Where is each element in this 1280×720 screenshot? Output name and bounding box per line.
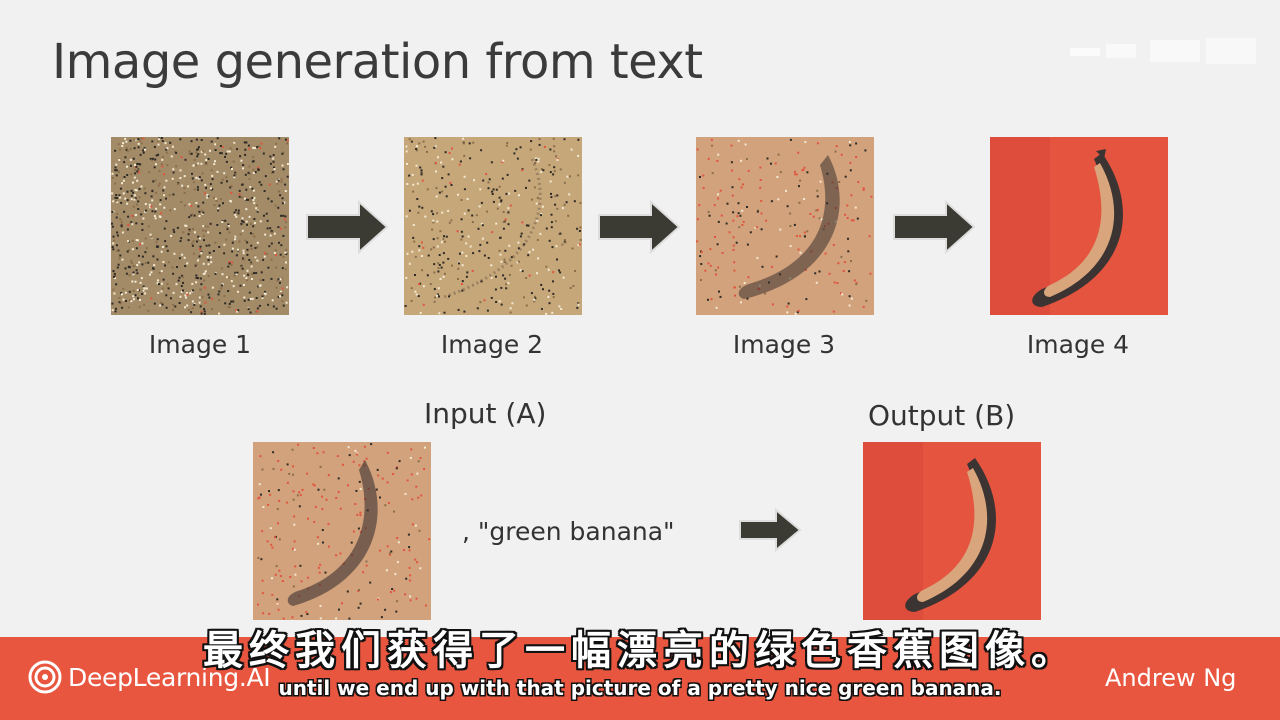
image-3-panel: [696, 137, 874, 315]
subtitle-english: until we end up with that picture of a p…: [278, 676, 1002, 700]
image-2-panel: [404, 137, 582, 315]
right-arrow-icon: [598, 200, 681, 254]
input-image-panel: [253, 442, 431, 620]
image-4-panel: [990, 137, 1168, 315]
right-arrow-icon: [306, 200, 389, 254]
image-1-panel: [111, 137, 289, 315]
output-banana-image: [863, 442, 1041, 620]
right-arrow-icon: [893, 200, 976, 254]
author-name: Andrew Ng: [1105, 664, 1237, 692]
watermark-icon: [1070, 38, 1256, 64]
deeplearning-logo: DeepLearning.AI: [28, 660, 271, 694]
logo-text: DeepLearning.AI: [68, 662, 271, 692]
input-noisy-banana: [253, 442, 431, 620]
image-2-label: Image 2: [440, 330, 544, 359]
banana-image-4: [990, 137, 1168, 315]
subtitle-chinese: 最终我们获得了一幅漂亮的绿色香蕉图像。: [203, 628, 1077, 674]
noise-image-1: [111, 137, 289, 315]
prompt-text: , "green banana": [462, 517, 675, 546]
input-label: Input (A): [424, 397, 547, 430]
noise-image-3: [696, 137, 874, 315]
right-arrow-icon: [739, 508, 802, 552]
deeplearning-logo-icon: [28, 660, 62, 694]
slide-title: Image generation from text: [52, 34, 703, 90]
image-1-label: Image 1: [148, 330, 252, 359]
noise-image-2: [404, 137, 582, 315]
output-label: Output (B): [868, 399, 1016, 432]
output-image-panel: [863, 442, 1041, 620]
image-3-label: Image 3: [732, 330, 836, 359]
footer-bar: [0, 637, 1280, 720]
image-4-label: Image 4: [1026, 330, 1130, 359]
